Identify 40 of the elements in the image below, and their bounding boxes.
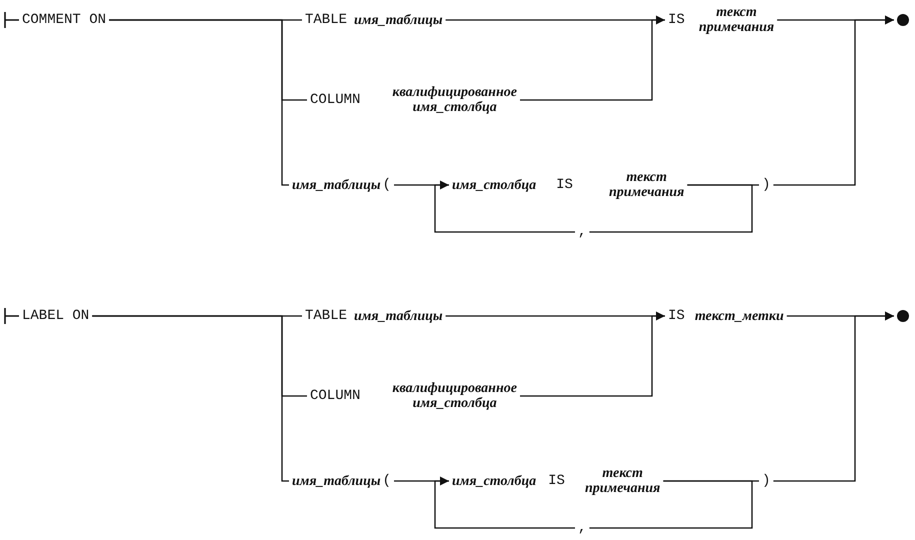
keyword-text: TABLE <box>305 12 348 28</box>
keyword-text: ) <box>762 473 770 489</box>
keyword-text: , <box>578 520 586 536</box>
keyword-text: TABLE <box>305 308 348 324</box>
identifier-text: имя_таблицы <box>354 308 443 324</box>
arrow <box>773 311 894 482</box>
identifier-text: имя_таблицы <box>292 474 381 488</box>
connector-line <box>109 19 289 186</box>
identifier-text: текст_метки <box>694 308 784 324</box>
connector-line <box>589 184 753 233</box>
keyword-text: LABEL ON <box>22 308 90 324</box>
arrow <box>434 476 575 529</box>
keyword-text: ( <box>382 473 391 489</box>
keyword-text: COLUMN <box>310 92 360 108</box>
arrow <box>520 15 665 101</box>
identifier-text: имя_столбца <box>452 178 536 192</box>
identifier-text: имя_столбца <box>452 474 536 488</box>
keyword-text: ) <box>762 177 770 193</box>
identifier-text: квалифицированное имя_столбца <box>392 85 517 115</box>
keyword-text: , <box>578 224 586 240</box>
arrow <box>520 311 665 397</box>
identifier-text: текст примечания <box>608 170 684 200</box>
keyword-text: ( <box>382 177 391 193</box>
end-dot <box>897 310 909 322</box>
keyword-text: IS <box>668 308 685 324</box>
identifier-text: текст примечания <box>584 466 660 496</box>
connector-line <box>92 315 289 482</box>
identifier-text: имя_таблицы <box>292 178 381 192</box>
end-dot <box>897 14 909 26</box>
keyword-text: IS <box>556 177 573 193</box>
identifier-text: текст примечания <box>698 5 774 35</box>
connector-line <box>589 480 753 529</box>
keyword-text: IS <box>548 473 565 489</box>
arrow <box>434 180 575 233</box>
identifier-text: имя_таблицы <box>354 12 443 28</box>
keyword-text: COMMENT ON <box>22 12 106 28</box>
arrow <box>773 15 894 186</box>
identifier-text: квалифицированное имя_столбца <box>392 381 517 411</box>
keyword-text: COLUMN <box>310 388 360 404</box>
keyword-text: IS <box>668 12 685 28</box>
